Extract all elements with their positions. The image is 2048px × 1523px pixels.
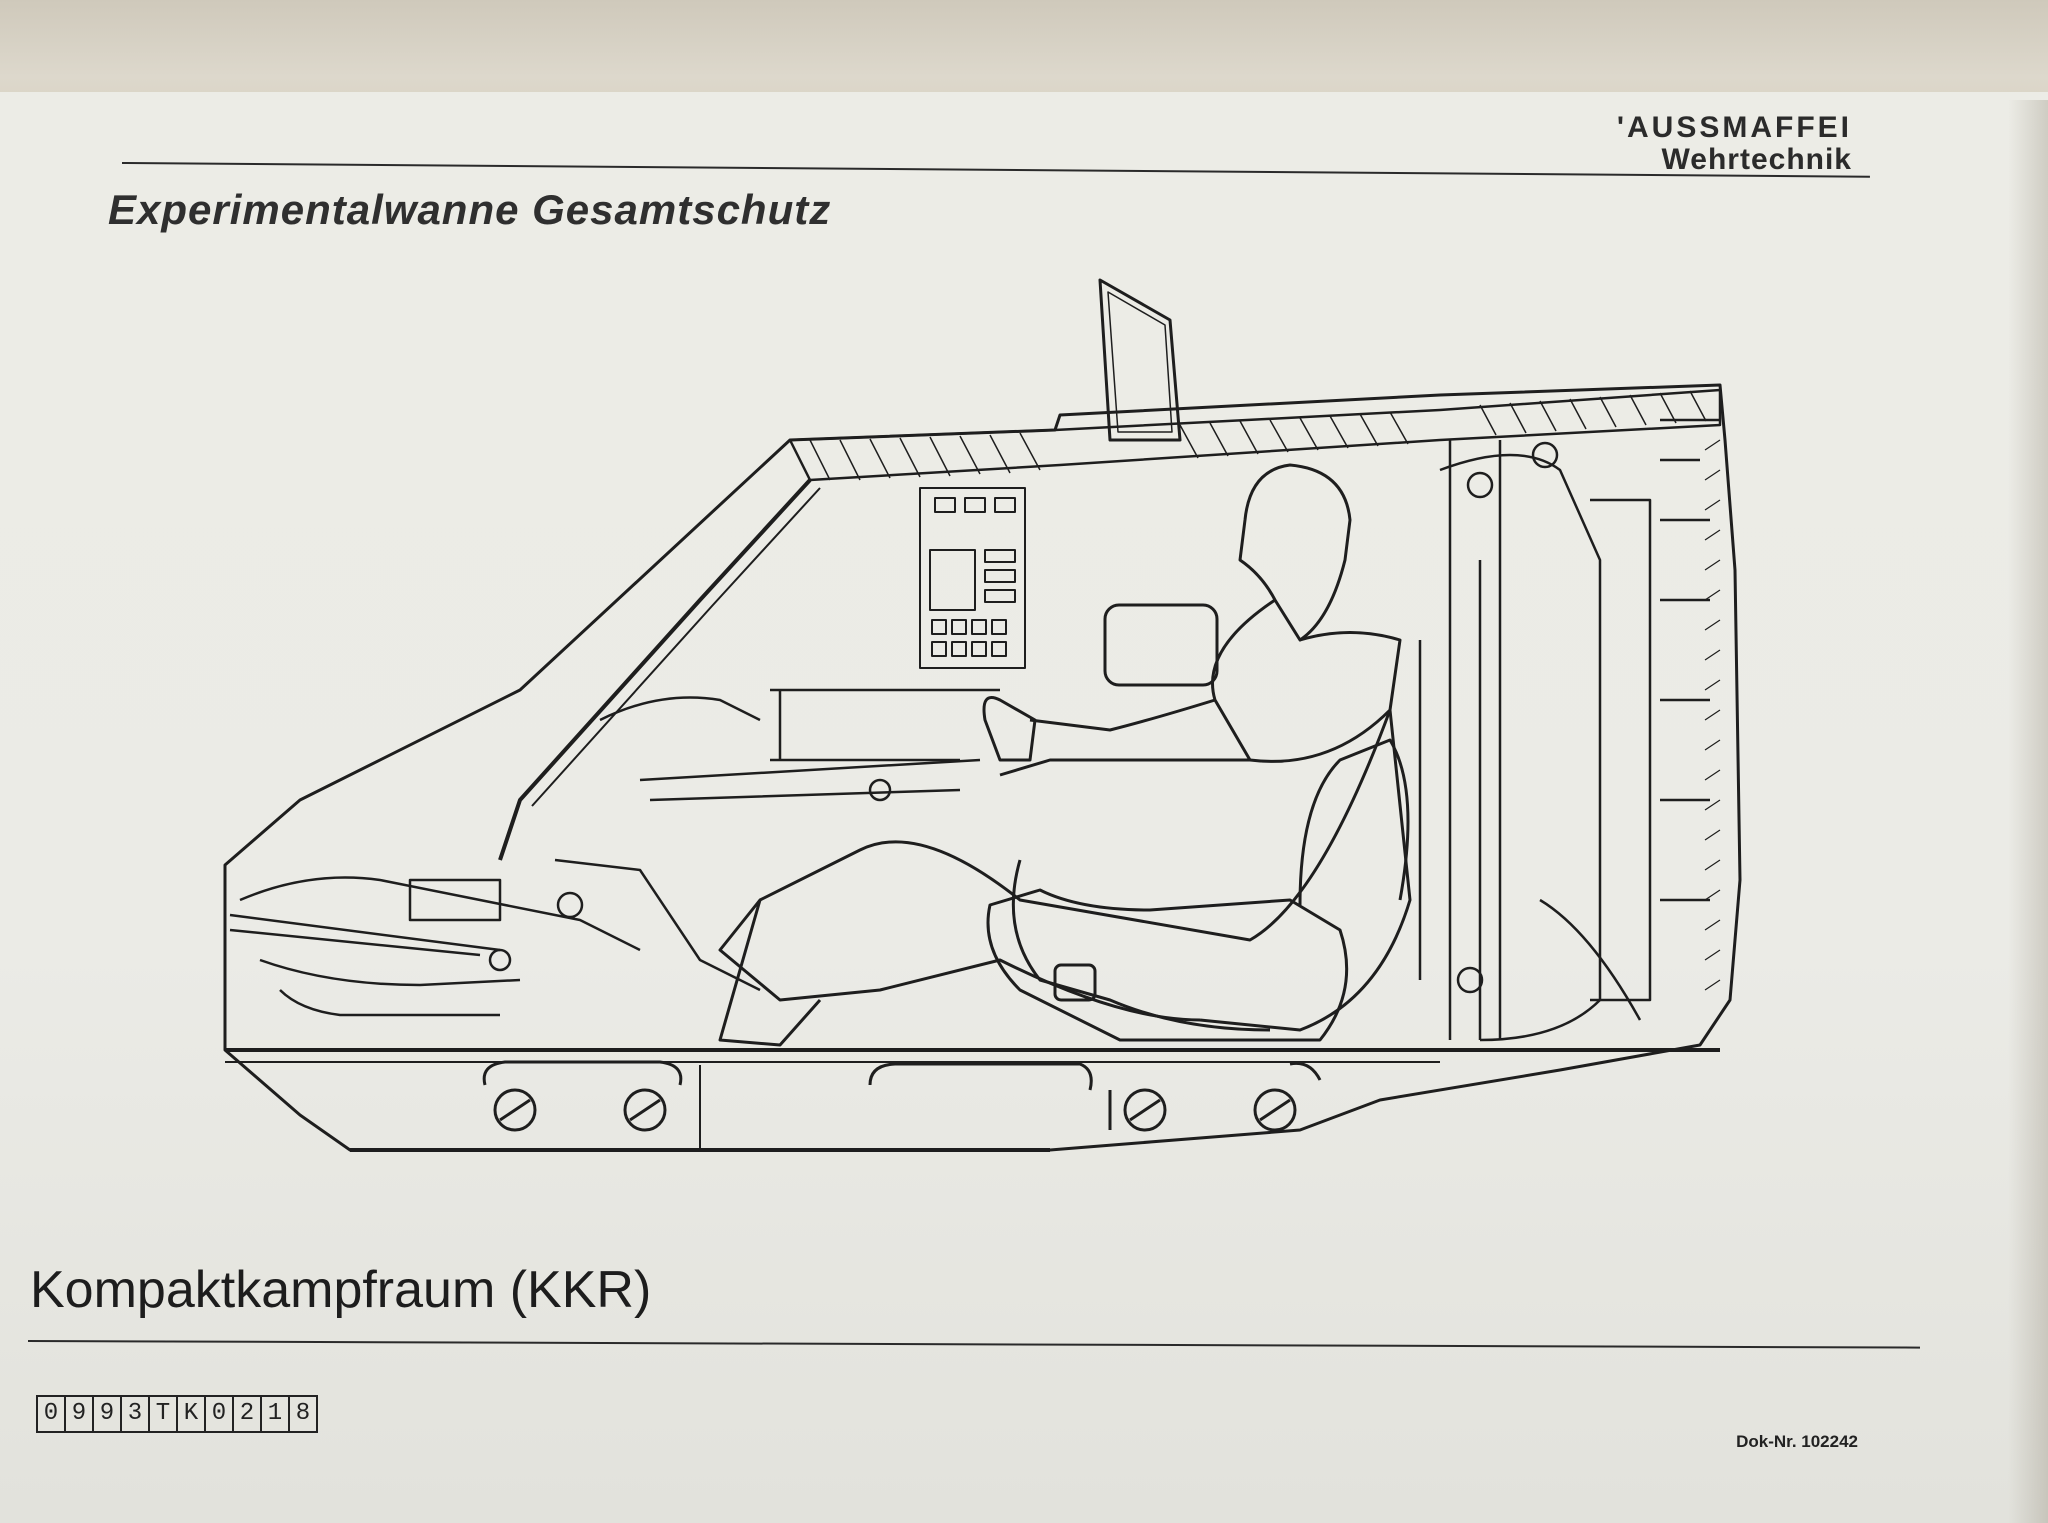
- code-digit: 8: [295, 1400, 311, 1427]
- document-code-boxes: 0 9 9 3 T K 0 2 1 8: [36, 1395, 318, 1433]
- brand-logo: 'AUSSMAFFEI Wehrtechnik: [1617, 112, 1852, 175]
- document-page: [0, 92, 2048, 1523]
- code-digit: 0: [206, 1397, 234, 1431]
- periscope: [1098, 278, 1182, 442]
- code-digit: 3: [122, 1397, 150, 1431]
- glacis-plate: [498, 478, 812, 861]
- driver-figure: [718, 463, 1412, 1047]
- code-digit: T: [150, 1397, 178, 1431]
- page-top-shadow: [0, 0, 2048, 110]
- vision-block: [1103, 603, 1219, 687]
- rear-equipment-rack: [1418, 418, 1720, 1042]
- page-title: Experimentalwanne Gesamtschutz: [108, 186, 832, 233]
- code-digit: 2: [234, 1397, 262, 1431]
- steering-controls: [599, 688, 1000, 802]
- code-digit: 0: [38, 1397, 66, 1431]
- instrument-panel: [919, 487, 1026, 669]
- driver-seat: [986, 738, 1410, 1042]
- roof-armor: [788, 388, 1722, 482]
- rear-hatching: [1704, 439, 1721, 991]
- brand-line-2: Wehrtechnik: [1661, 142, 1852, 176]
- code-digit: 1: [262, 1397, 290, 1431]
- page-edge-shadow: [2008, 100, 2048, 1523]
- roof-hatching: [809, 390, 1707, 481]
- code-digit: 9: [94, 1397, 122, 1431]
- brand-line-1: 'AUSSMAFFEI: [1616, 111, 1852, 144]
- figure-caption: Kompaktkampfraum (KKR): [30, 1261, 652, 1319]
- code-digit: K: [178, 1397, 206, 1431]
- hull-outline: [223, 383, 1742, 1152]
- code-digit: 9: [66, 1397, 94, 1431]
- document-number: Dok-Nr. 102242: [1736, 1432, 1858, 1451]
- suspension-units: [482, 1060, 1322, 1150]
- front-mechanism: [229, 858, 761, 1017]
